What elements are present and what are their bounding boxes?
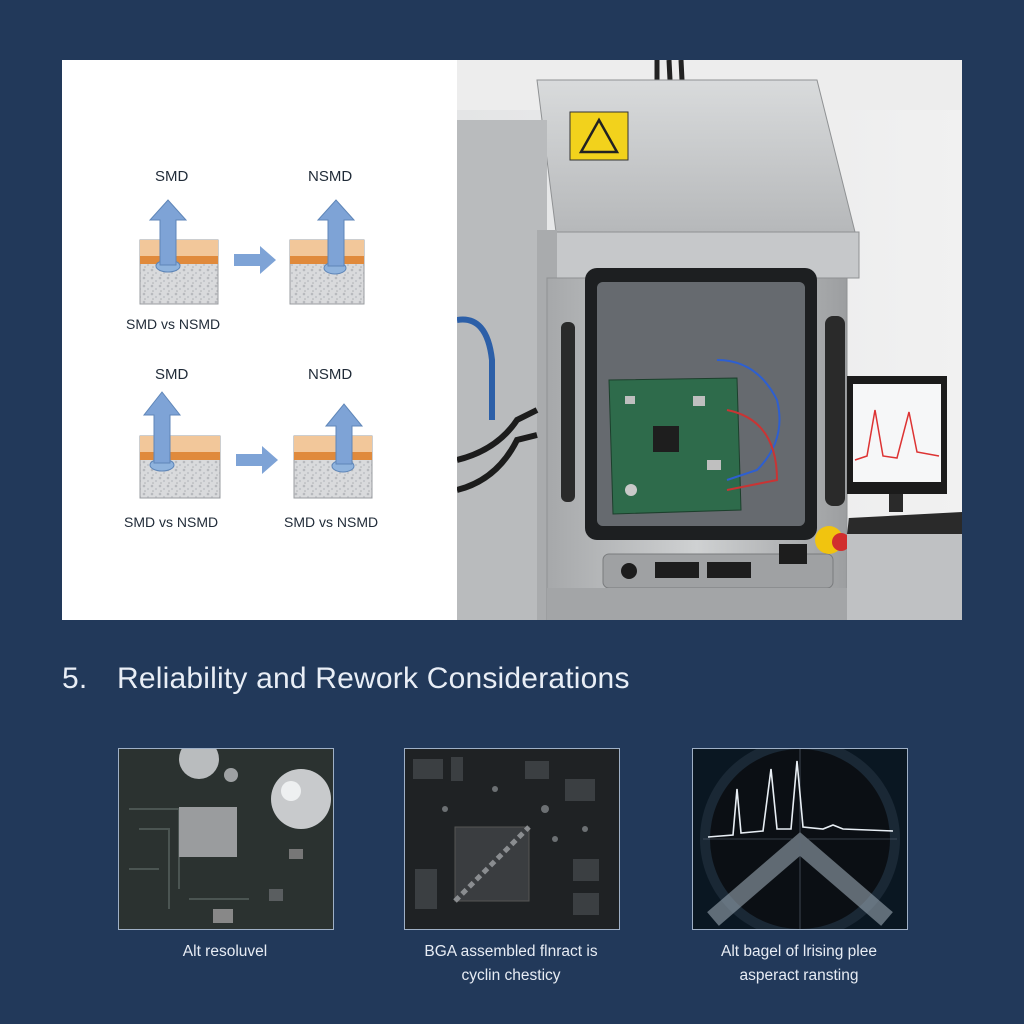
emergency-stop-button — [832, 533, 850, 551]
nsmd-cross-section-top — [289, 199, 365, 305]
xray-inspection-machine-photo — [457, 60, 962, 620]
nsmd-label-bottom: NSMD — [308, 366, 353, 383]
thumbnail-caption-1: Alt resoluvel — [182, 943, 268, 960]
thumbnail-caption-2: BGA assembled flnract is cyclin chesticy — [424, 943, 598, 984]
smd-label-bottom: SMD — [155, 366, 189, 383]
thumbnail-bga-board — [404, 748, 620, 930]
section-number: 5. — [62, 662, 88, 695]
smd-cross-section-top — [139, 199, 219, 305]
transition-arrow-top — [234, 246, 276, 274]
section-heading: 5. Reliability and Rework Considerations — [62, 662, 630, 696]
section-title-text: Reliability and Rework Considerations — [117, 662, 630, 695]
smd-cross-section-bottom — [139, 391, 221, 499]
thumbnail-solder-joints — [118, 748, 334, 930]
pad-diagrams — [139, 199, 373, 499]
caption-top: SMD vs NSMD — [126, 316, 221, 332]
caption-bottom-left: SMD vs NSMD — [124, 514, 219, 530]
transition-arrow-bottom — [236, 446, 278, 474]
hero-panel: SMD NSMD — [62, 60, 962, 620]
pad-diagram-panel: SMD NSMD — [62, 60, 457, 620]
smd-label-top: SMD — [155, 168, 189, 185]
caption-bottom-right: SMD vs NSMD — [284, 514, 379, 530]
nsmd-label-top: NSMD — [308, 168, 353, 185]
nsmd-cross-section-bottom — [293, 403, 373, 499]
thumbnail-caption-3: Alt bagel of lrising plee asperact ranst… — [721, 943, 877, 984]
thumbnail-xray-spectrum — [692, 748, 908, 930]
